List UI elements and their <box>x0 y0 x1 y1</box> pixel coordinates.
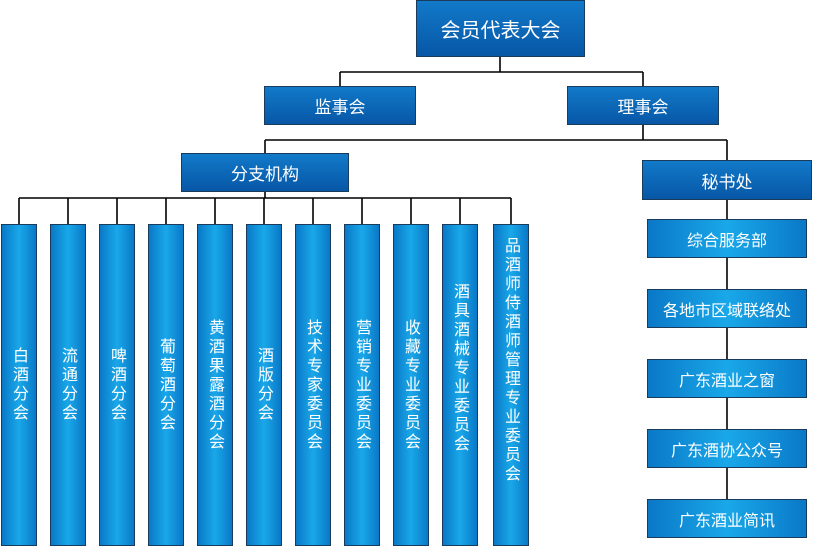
node-supervisory-board: 监事会 <box>264 86 416 125</box>
node-secretariat: 秘书处 <box>642 160 812 200</box>
sec-label: 广东酒协公众号 <box>670 440 783 460</box>
sec-regional-liaison: 各地市区域联络处 <box>647 289 807 328</box>
branch-label: 啤酒分会 <box>108 347 127 423</box>
branch-label: 酒具酒械专业委员会 <box>451 283 470 454</box>
branch-tech-experts: 技术专家委员会 <box>295 224 331 546</box>
branch-label: 技术专家委员会 <box>304 318 323 452</box>
branch-marketing: 营销专业委员会 <box>344 224 380 546</box>
branch-yellow-fruit-wine: 黄酒果露酒分会 <box>197 224 233 546</box>
sec-label: 广东酒业之窗 <box>678 370 775 390</box>
sec-label: 广东酒业简讯 <box>678 510 775 530</box>
branch-label: 酒版分会 <box>255 347 274 423</box>
branch-distribution: 流通分会 <box>50 224 86 546</box>
branch-baijiu: 白酒分会 <box>1 224 37 546</box>
branch-label: 白酒分会 <box>10 347 29 423</box>
branch-label: 营销专业委员会 <box>353 318 372 452</box>
sec-label: 各地市区域联络处 <box>662 300 791 320</box>
branch-label: 收藏专业委员会 <box>402 318 421 452</box>
branch-wine-equipment: 酒具酒械专业委员会 <box>442 224 478 546</box>
branch-beer: 啤酒分会 <box>99 224 135 546</box>
node-branches: 分支机构 <box>181 153 349 192</box>
node-label: 会员代表大会 <box>440 18 561 42</box>
node-label: 理事会 <box>617 98 669 118</box>
node-label: 监事会 <box>314 98 366 118</box>
sec-newsletter: 广东酒业简讯 <box>647 499 807 538</box>
branch-wine: 葡萄酒分会 <box>148 224 184 546</box>
branch-sommelier: 品酒师侍酒师管理专业委员会 <box>493 224 529 546</box>
node-council: 理事会 <box>567 86 719 125</box>
node-label: 秘书处 <box>701 172 753 193</box>
branch-collection: 收藏专业委员会 <box>393 224 429 546</box>
branch-miniature-bottles: 酒版分会 <box>246 224 282 546</box>
branch-label: 黄酒果露酒分会 <box>206 318 225 452</box>
branch-label: 流通分会 <box>59 347 78 423</box>
branch-label: 葡萄酒分会 <box>157 337 176 433</box>
sec-label: 综合服务部 <box>686 230 767 250</box>
sec-general-services: 综合服务部 <box>647 219 807 258</box>
sec-window: 广东酒业之窗 <box>647 359 807 398</box>
node-label: 分支机构 <box>231 165 299 185</box>
node-general-assembly: 会员代表大会 <box>416 0 585 57</box>
branch-label: 品酒师侍酒师管理专业委员会 <box>502 237 521 484</box>
sec-public-account: 广东酒协公众号 <box>647 429 807 468</box>
